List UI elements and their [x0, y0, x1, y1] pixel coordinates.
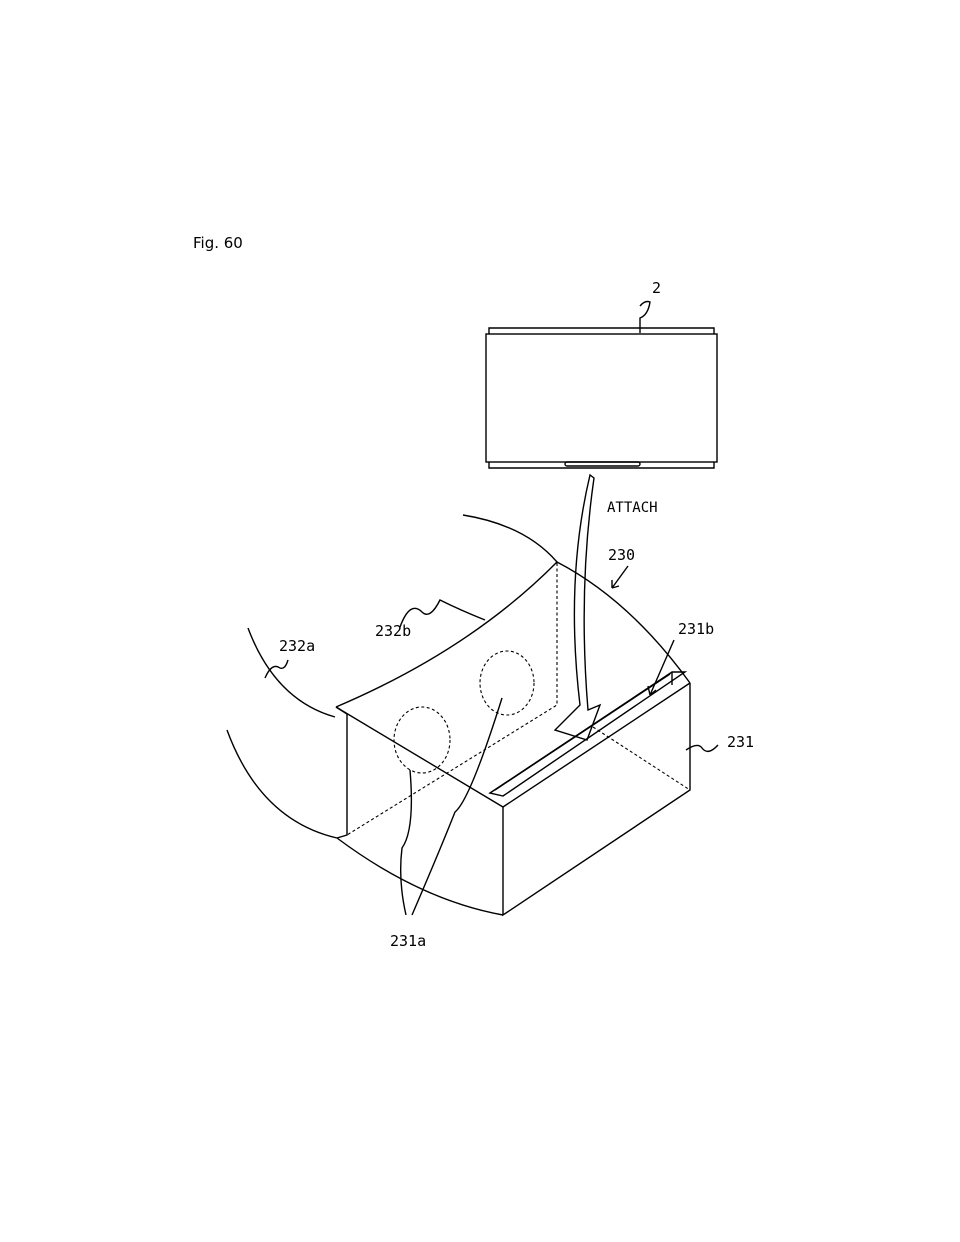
attach-arrow [553, 473, 602, 741]
label-band-top: 232b [375, 622, 412, 640]
label-attach: ATTACH [607, 500, 658, 516]
label-band-side: 232a [279, 637, 316, 655]
label-housing: 231 [727, 733, 755, 751]
label-slot: 231b [678, 620, 715, 638]
label-lenses: 231a [390, 932, 427, 950]
label-device: 2 [652, 279, 662, 297]
label-goggles: 230 [608, 546, 636, 564]
figure-label: Fig. 60 [193, 234, 243, 252]
goggles-illustration [226, 514, 719, 917]
device-illustration [485, 300, 718, 469]
